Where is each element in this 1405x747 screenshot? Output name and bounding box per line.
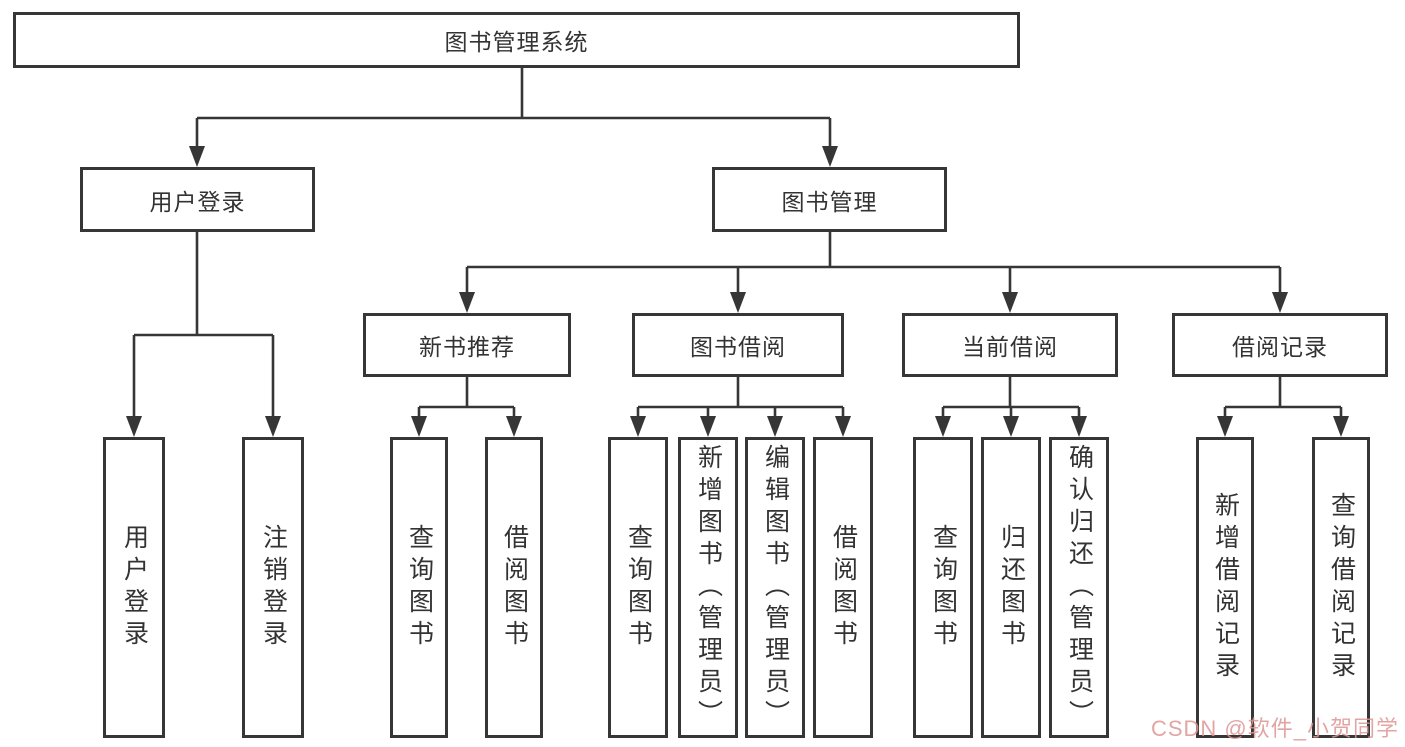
arrow-down-icon [730, 292, 746, 313]
csdn-watermark: CSDN @软件_小贺同学 [1150, 716, 1399, 741]
leaf-query-book-recommend: 查询图书 [390, 437, 448, 738]
arrow-down-icon [1272, 292, 1288, 313]
leaf-edit-book-admin: 编辑图书（管理员） [745, 437, 805, 738]
leaf-query-book-current: 查询图书 [913, 437, 973, 738]
node-label: 新书推荐 [419, 334, 515, 360]
arrow-down-icon [1071, 416, 1087, 437]
leaf-add-book-admin: 新增图书（管理员） [678, 437, 738, 738]
leaf-borrow-book: 借阅图书 [813, 437, 873, 738]
arrow-down-icon [506, 416, 522, 437]
leaf-user-login: 用户登录 [103, 437, 165, 738]
arrow-down-icon [935, 416, 951, 437]
arrow-down-icon [265, 416, 281, 437]
node-label: 查询图书 [405, 523, 434, 652]
arrow-down-icon [835, 416, 851, 437]
node-label: 用户登录 [120, 523, 149, 652]
arrow-down-icon [1333, 416, 1349, 437]
node-root-system: 图书管理系统 [13, 12, 1020, 68]
connector-root-to-branches [189, 68, 838, 167]
node-label: 注销登录 [259, 523, 288, 652]
node-label: 借阅图书 [829, 523, 858, 652]
node-label: 查询图书 [624, 523, 653, 652]
connector-login-to-leaves [126, 232, 281, 437]
node-new-book-recommend: 新书推荐 [363, 313, 571, 377]
arrow-down-icon [411, 416, 427, 437]
node-label: 编辑图书（管理员） [761, 443, 790, 732]
leaf-add-borrow-record: 新增借阅记录 [1196, 437, 1254, 738]
node-label: 借阅图书 [500, 523, 529, 652]
node-label: 确认归还（管理员） [1065, 443, 1094, 732]
leaf-query-borrow-record: 查询借阅记录 [1312, 437, 1370, 738]
node-label: 新增借阅记录 [1211, 491, 1240, 684]
arrow-down-icon [767, 416, 783, 437]
node-borrow-records: 借阅记录 [1172, 313, 1388, 377]
arrow-down-icon [822, 146, 838, 167]
node-label: 图书管理系统 [444, 29, 589, 55]
node-book-borrowing: 图书借阅 [632, 313, 844, 377]
node-current-borrowing: 当前借阅 [902, 313, 1118, 377]
connector-borrowing-to-leaves [630, 377, 851, 437]
node-label: 新增图书（管理员） [694, 443, 723, 732]
connector-records-to-leaves [1217, 377, 1349, 437]
arrow-down-icon [1217, 416, 1233, 437]
connector-current-to-leaves [935, 377, 1087, 437]
node-label: 查询借阅记录 [1327, 491, 1356, 684]
leaf-query-book-borrowing: 查询图书 [608, 437, 668, 738]
arrow-down-icon [1003, 416, 1019, 437]
leaf-return-book: 归还图书 [981, 437, 1041, 738]
node-label: 归还图书 [997, 523, 1026, 652]
arrow-down-icon [700, 416, 716, 437]
arrow-down-icon [459, 292, 475, 313]
connector-recommend-to-leaves [411, 377, 522, 437]
node-book-management-branch: 图书管理 [712, 167, 947, 232]
node-label: 查询图书 [929, 523, 958, 652]
arrow-down-icon [630, 416, 646, 437]
node-label: 图书管理 [781, 188, 878, 215]
connector-mgmt-to-modules [459, 232, 1288, 313]
leaf-logout: 注销登录 [242, 437, 304, 738]
node-label: 用户登录 [149, 188, 246, 215]
node-user-login-branch: 用户登录 [80, 167, 315, 232]
arrow-down-icon [126, 416, 142, 437]
leaf-borrow-book-recommend: 借阅图书 [485, 437, 543, 738]
arrow-down-icon [1002, 292, 1018, 313]
node-label: 图书借阅 [690, 334, 786, 360]
arrow-down-icon [189, 146, 205, 167]
node-label: 借阅记录 [1232, 334, 1328, 360]
leaf-confirm-return-admin: 确认归还（管理员） [1049, 437, 1109, 738]
node-label: 当前借阅 [962, 334, 1058, 360]
